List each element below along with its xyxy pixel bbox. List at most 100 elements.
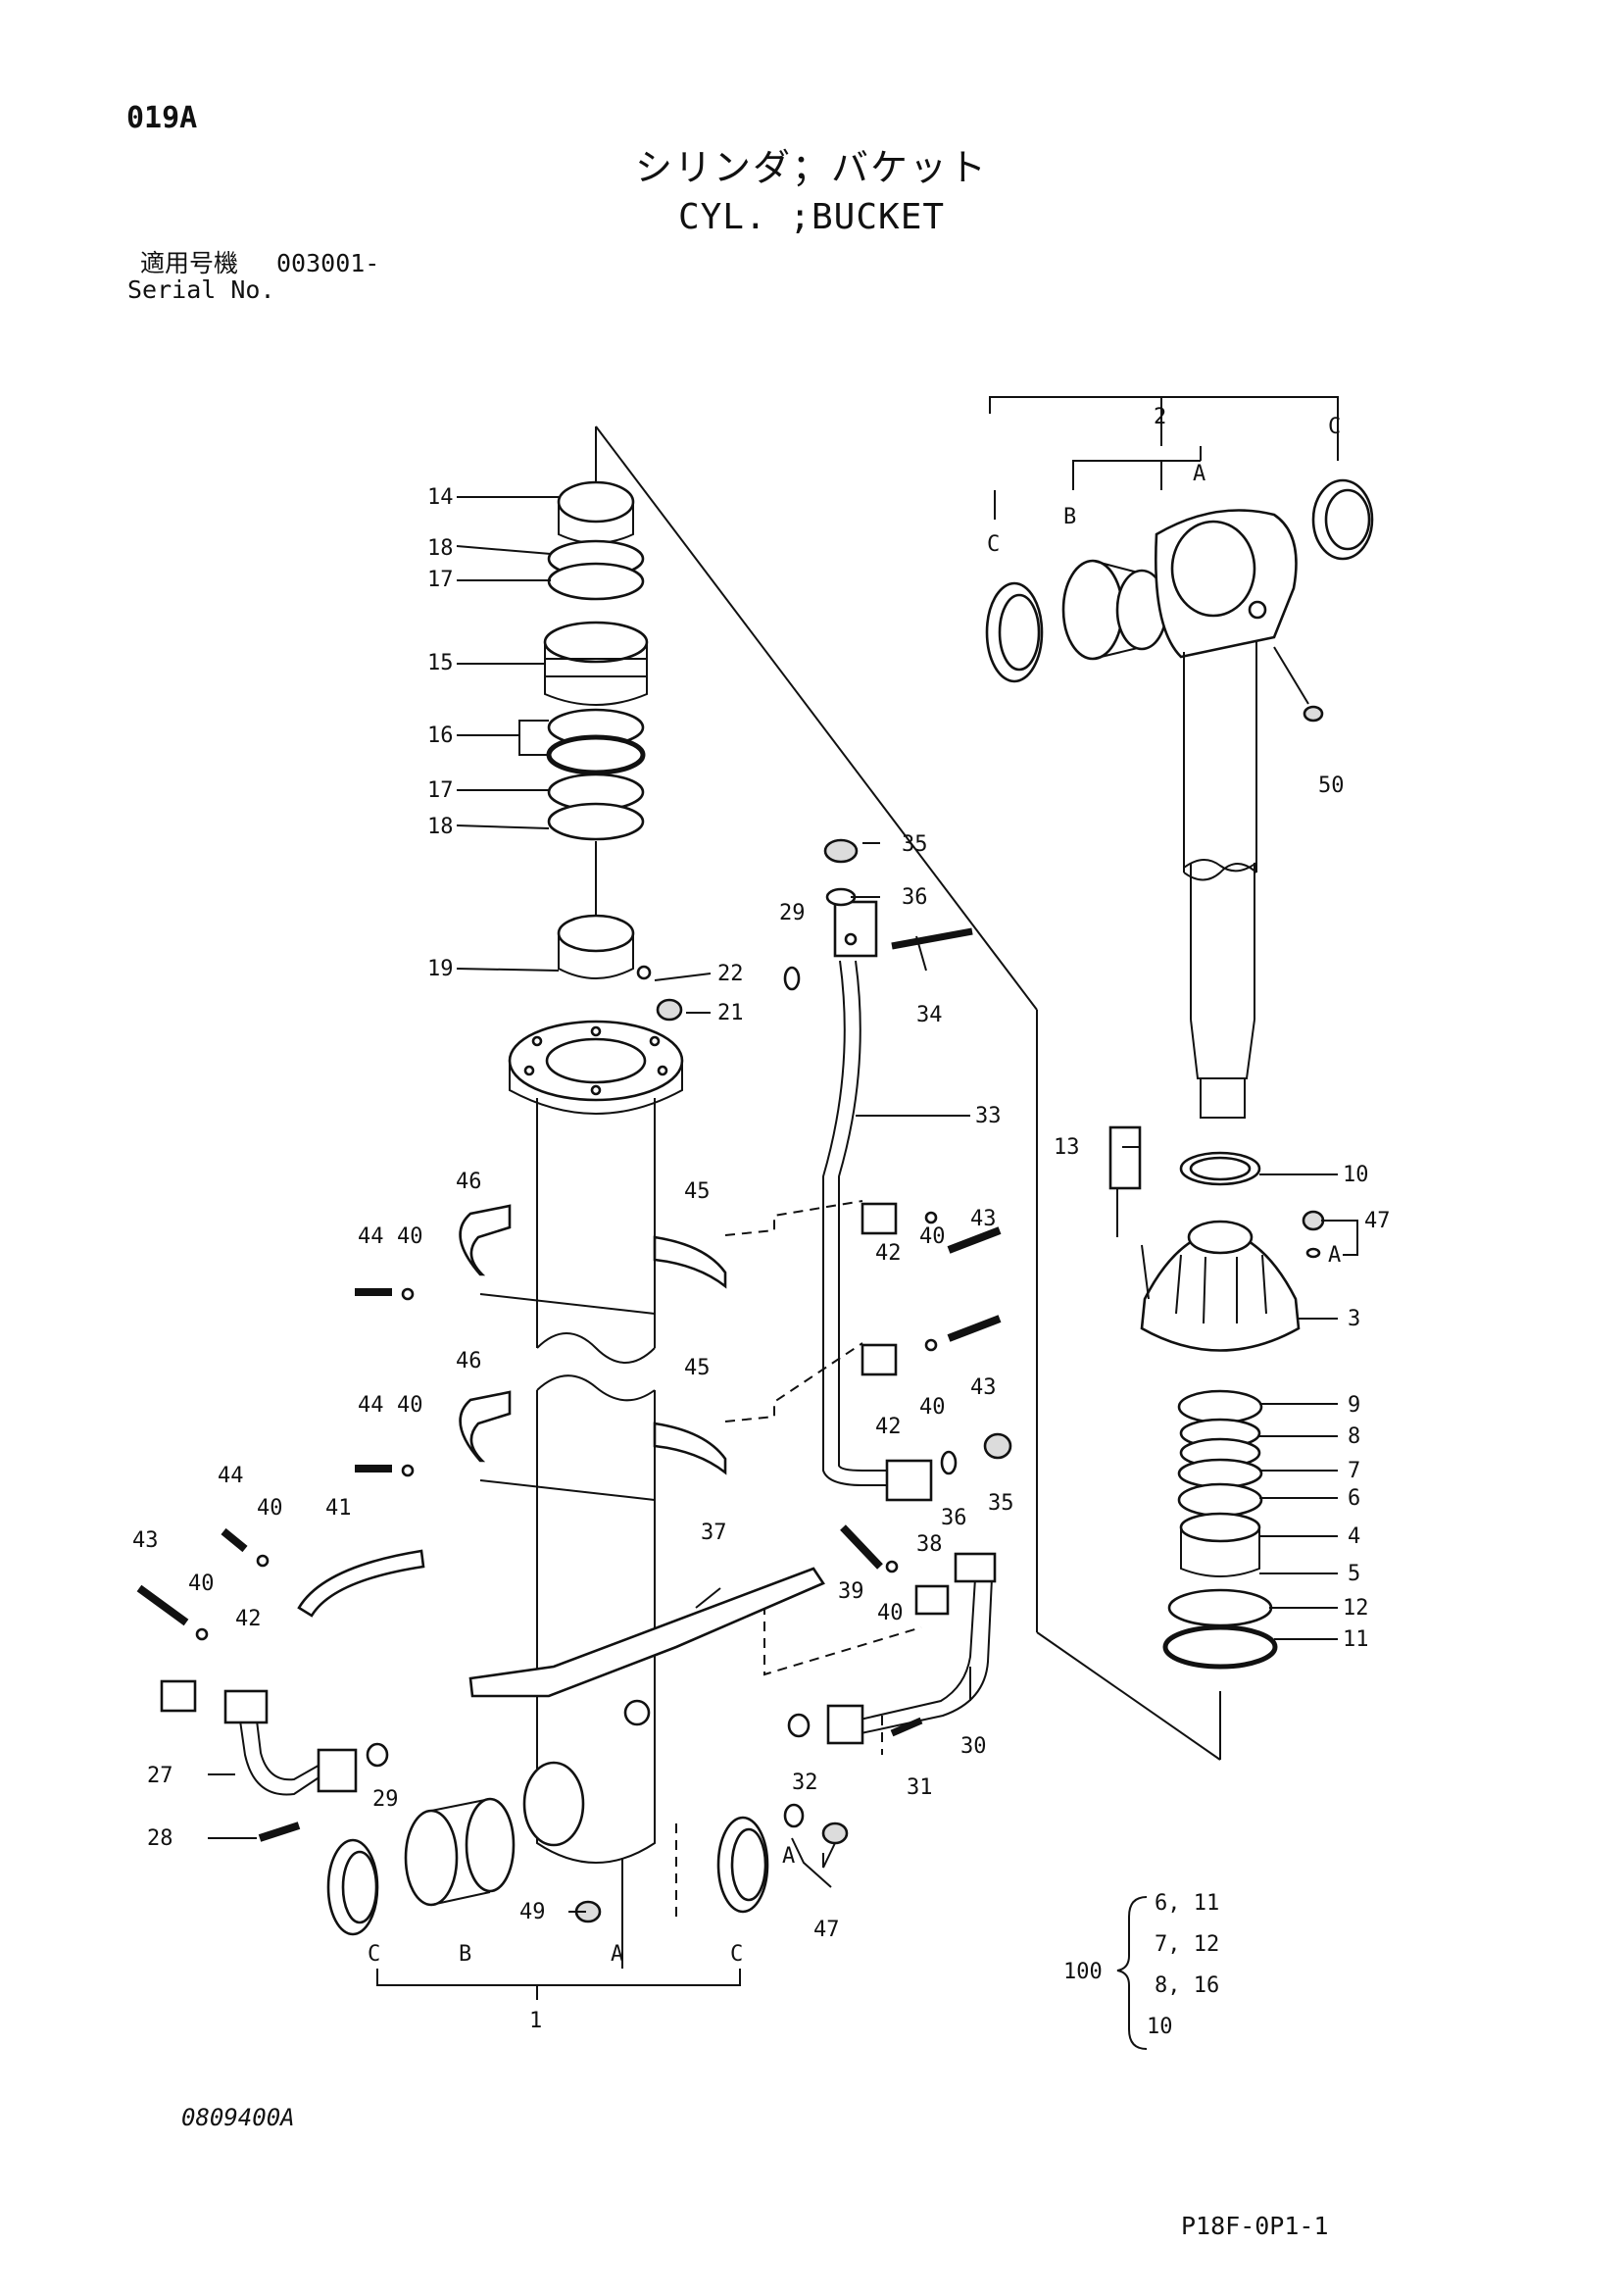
callout-36: 36 (941, 1506, 967, 1530)
callout-a: A (1328, 1243, 1341, 1268)
dashed-leader-lines (675, 1200, 922, 1922)
piston-stack (543, 426, 683, 1022)
callout-47: 47 (1364, 1209, 1391, 1233)
serial-label-english: Serial No. (127, 275, 275, 304)
kit-line-1: 6, 11 (1155, 1891, 1219, 1916)
callout-44: 44 (358, 1224, 384, 1249)
drawing-number: 0809400A (181, 2104, 295, 2131)
callout-13: 13 (1054, 1135, 1080, 1160)
callout-16: 16 (427, 724, 454, 748)
callout-33: 33 (975, 1104, 1002, 1128)
callout-42: 42 (875, 1241, 902, 1266)
callout-40: 40 (877, 1601, 904, 1625)
callout-40: 40 (257, 1496, 283, 1521)
support-bracket-37 (468, 1567, 825, 1698)
callout-36: 36 (902, 885, 928, 910)
pipe-33 (783, 838, 1012, 1502)
callout-28: 28 (147, 1826, 173, 1851)
cylinder-barrel (508, 1020, 684, 1864)
callout-17: 17 (427, 778, 454, 803)
callout-6: 6 (1348, 1486, 1360, 1511)
clamp-bolts (136, 1211, 1002, 1641)
callout-43: 43 (970, 1207, 997, 1231)
callout-29: 29 (779, 901, 806, 925)
callout-49: 49 (519, 1900, 546, 1924)
page-code: 019A (126, 101, 198, 135)
callout-39: 39 (838, 1579, 864, 1604)
callout-c: C (368, 1942, 380, 1967)
callout-12: 12 (1343, 1596, 1369, 1621)
kit-line-3: 8, 16 (1155, 1973, 1219, 1998)
callout-30: 30 (960, 1734, 987, 1759)
gland-and-seals (1108, 1125, 1325, 1670)
callout-29: 29 (372, 1787, 399, 1812)
callout-b: B (1063, 505, 1076, 529)
callout-a: A (611, 1942, 623, 1967)
callout-18: 18 (427, 536, 454, 561)
pipe-clips-42 (160, 1202, 950, 1713)
callout-18: 18 (427, 815, 454, 839)
callout-45: 45 (684, 1356, 711, 1380)
callout-46: 46 (456, 1349, 482, 1373)
callout-8: 8 (1348, 1424, 1360, 1449)
callout-1: 1 (529, 2009, 542, 2033)
callout-a: A (1193, 462, 1205, 486)
piston-rod (985, 478, 1374, 1119)
callout-15: 15 (427, 651, 454, 675)
callout-numbers: 14 18 17 15 16 17 18 19 22 21 35 36 29 3… (132, 405, 1391, 2033)
callout-37: 37 (701, 1521, 727, 1545)
callout-leaders (208, 496, 1358, 1913)
callout-50: 50 (1318, 774, 1345, 798)
callout-40: 40 (919, 1224, 946, 1249)
callout-34: 34 (916, 1003, 943, 1027)
kit-number: 100 (1063, 1960, 1103, 1984)
callout-41: 41 (325, 1496, 352, 1521)
bottom-bushings (326, 1797, 769, 1936)
serial-label-japanese: 適用号機 (140, 249, 239, 277)
callout-42: 42 (875, 1415, 902, 1439)
callout-11: 11 (1343, 1627, 1369, 1652)
callout-43: 43 (132, 1528, 159, 1553)
callout-31: 31 (907, 1775, 933, 1800)
kit-brace (1116, 1896, 1148, 2050)
callout-3: 3 (1348, 1307, 1360, 1331)
callout-9: 9 (1348, 1393, 1360, 1418)
pipe-27 (223, 1689, 849, 1923)
title-japanese: シリンダ；バケット (634, 146, 988, 189)
callout-40: 40 (397, 1224, 423, 1249)
serial-number-value: 003001- (276, 249, 380, 277)
callout-a: A (782, 1844, 795, 1869)
callout-7: 7 (1348, 1459, 1360, 1483)
callout-38: 38 (916, 1532, 943, 1557)
callout-19: 19 (427, 957, 454, 981)
callout-40: 40 (397, 1393, 423, 1418)
callout-c: C (987, 532, 1000, 557)
sheet-code: P18F-0P1-1 (1181, 2212, 1329, 2240)
callout-43: 43 (970, 1375, 997, 1400)
callout-2: 2 (1154, 405, 1166, 429)
callout-b: B (459, 1942, 471, 1967)
callout-5: 5 (1348, 1562, 1360, 1586)
callout-27: 27 (147, 1764, 173, 1788)
callout-17: 17 (427, 568, 454, 592)
kit-line-2: 7, 12 (1155, 1932, 1219, 1957)
callout-14: 14 (427, 485, 454, 510)
callout-47: 47 (813, 1918, 840, 1942)
callout-c: C (1328, 415, 1341, 439)
callout-21: 21 (717, 1001, 744, 1025)
callout-45: 45 (684, 1179, 711, 1204)
callout-32: 32 (792, 1771, 818, 1795)
kit-line-4: 10 (1147, 2015, 1173, 2039)
callout-35: 35 (902, 832, 928, 857)
callout-40: 40 (919, 1395, 946, 1420)
assembly-guide-lines (595, 425, 1221, 1761)
callout-44: 44 (218, 1464, 244, 1488)
assembly-brackets (376, 396, 1339, 2000)
callout-46: 46 (456, 1170, 482, 1194)
callout-10: 10 (1343, 1163, 1369, 1187)
kit-composition: 100 6, 11 7, 12 8, 16 10 (1063, 1891, 1219, 2039)
callout-40: 40 (188, 1572, 215, 1596)
callout-4: 4 (1348, 1524, 1360, 1549)
pipe-30 (787, 1552, 997, 1745)
